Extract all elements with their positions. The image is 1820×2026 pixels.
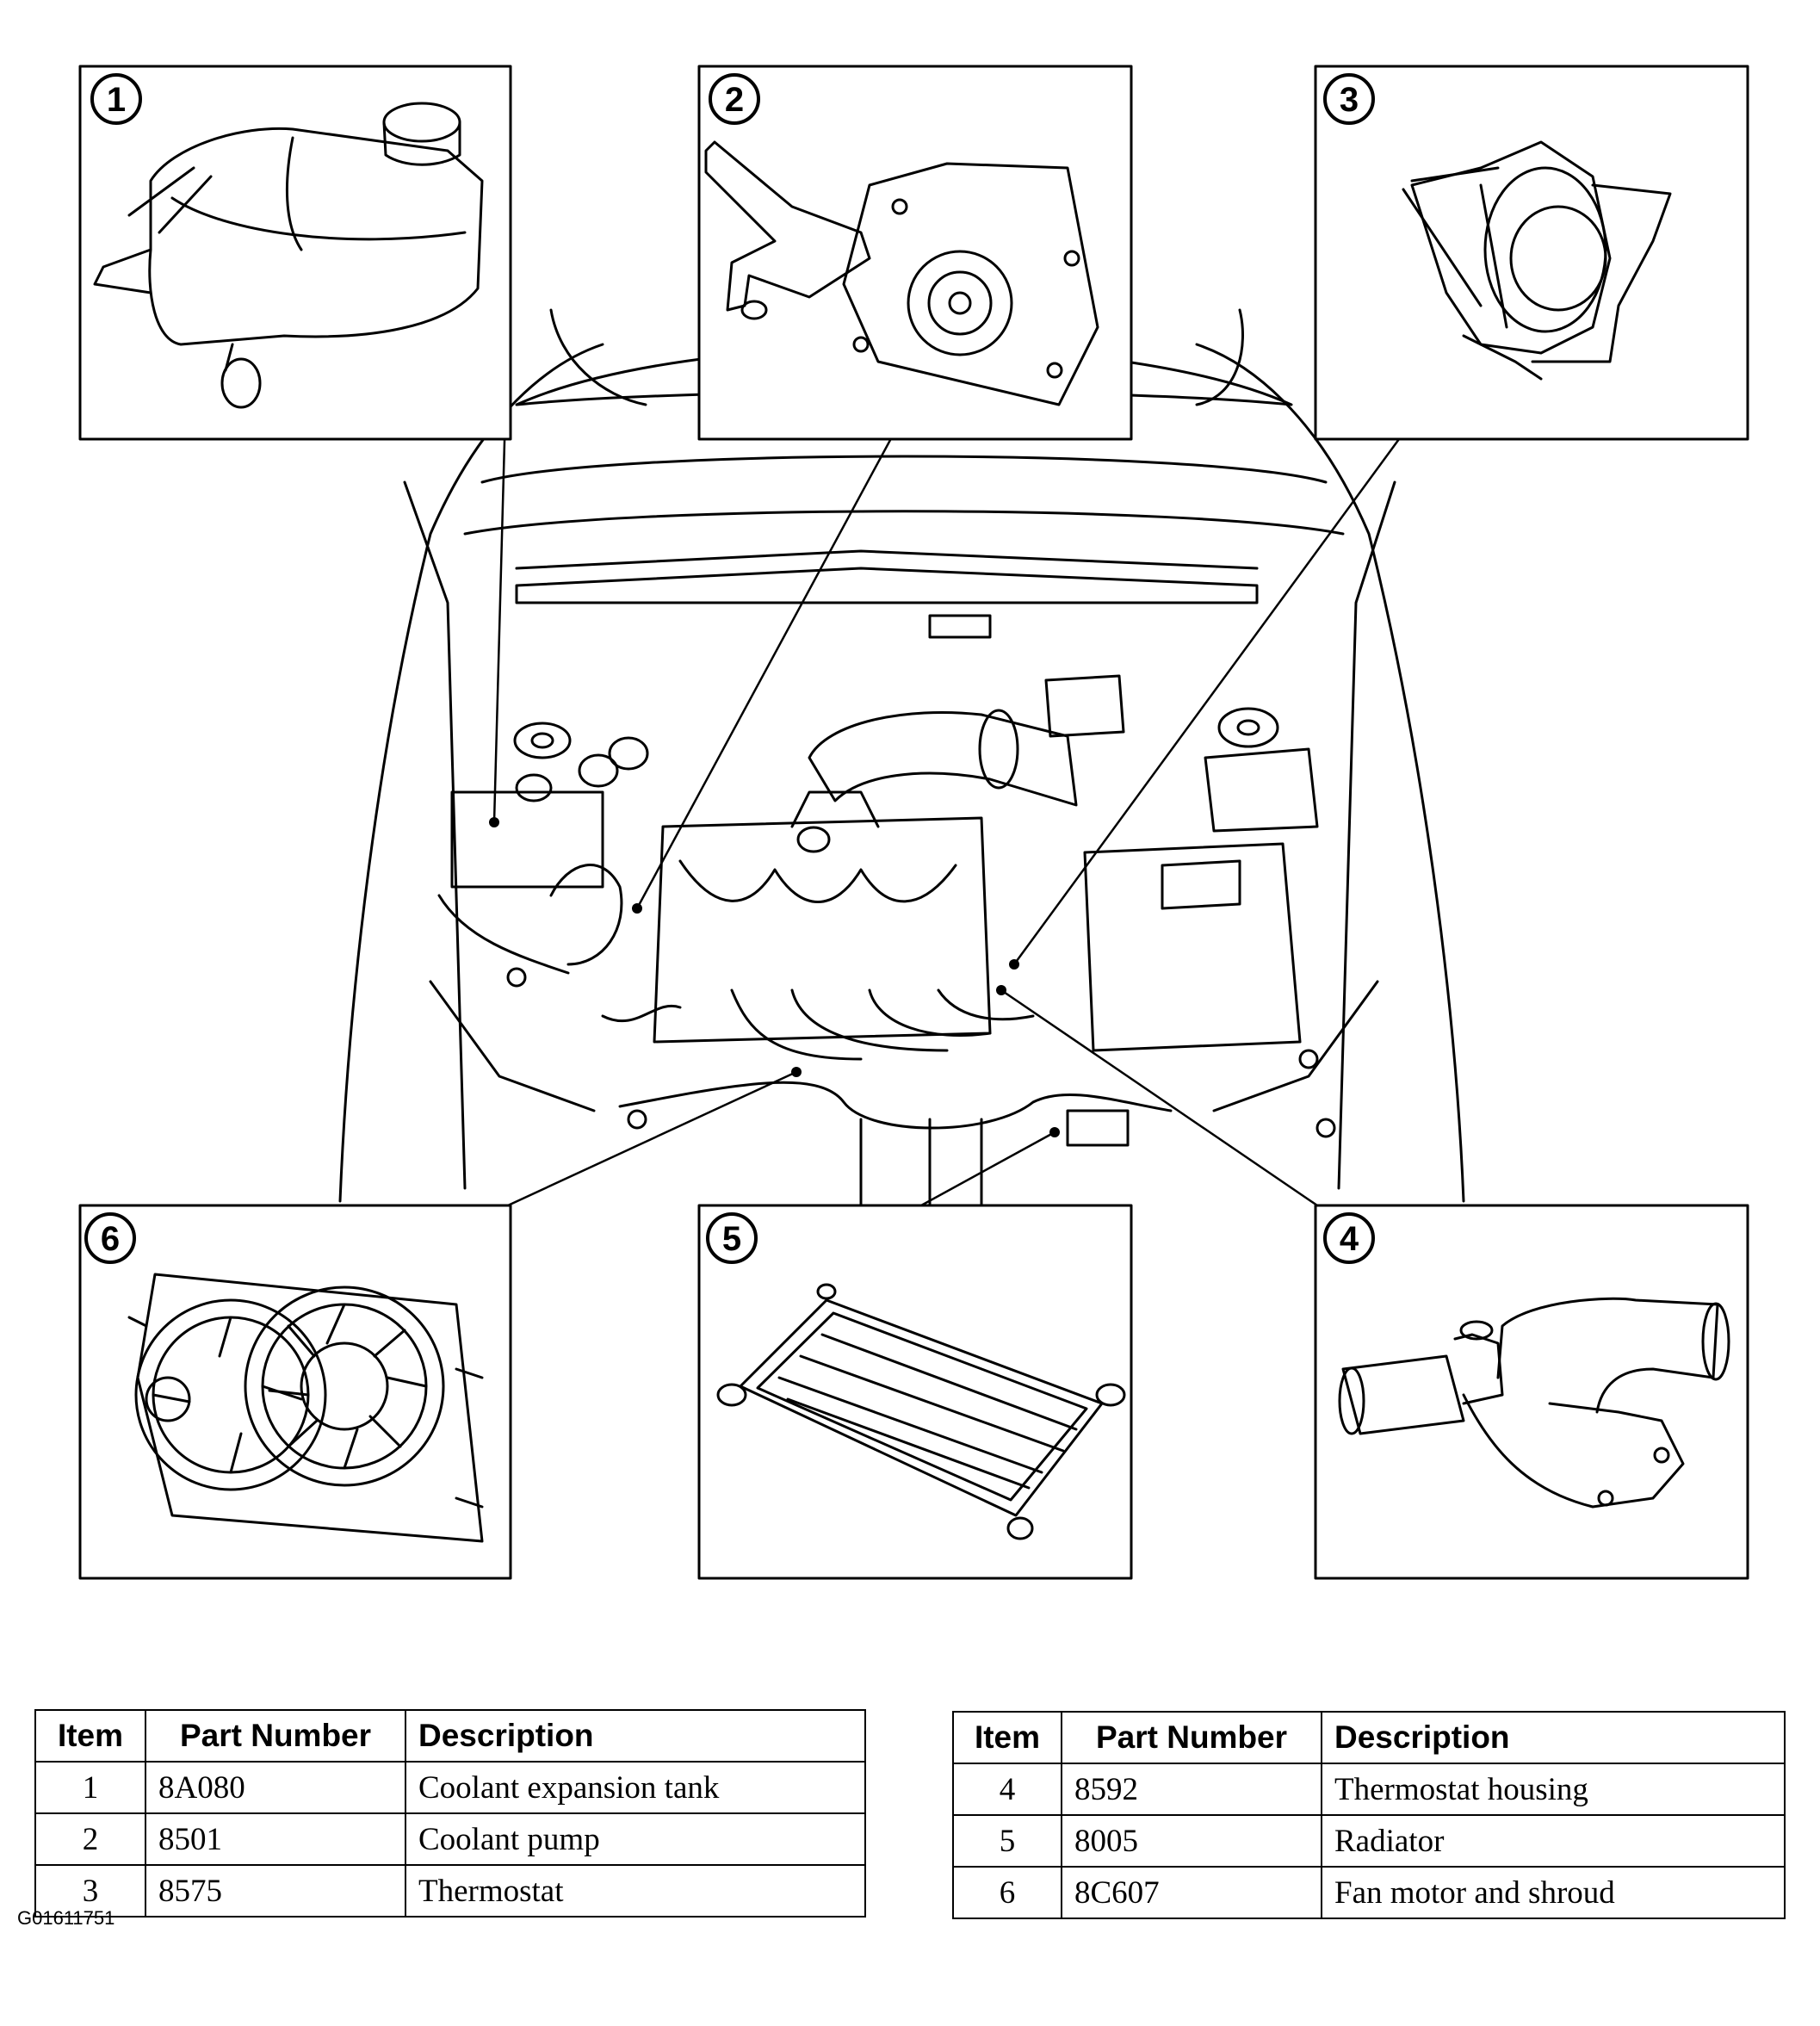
cell-description: Thermostat bbox=[405, 1864, 866, 1918]
cell-item: 5 bbox=[952, 1814, 1062, 1868]
callout-2: 2 bbox=[709, 73, 760, 125]
table-row: 2 8501 Coolant pump bbox=[34, 1812, 866, 1866]
panel-4-frame bbox=[1314, 1204, 1749, 1580]
figure-code: G01611751 bbox=[17, 1907, 115, 1929]
panel-6-frame bbox=[78, 1204, 512, 1580]
table-row: 6 8C607 Fan motor and shroud bbox=[952, 1866, 1786, 1919]
callout-6: 6 bbox=[84, 1212, 136, 1264]
column-header-description: Description bbox=[405, 1709, 866, 1763]
table-header-row: Item Part Number Description bbox=[952, 1711, 1786, 1764]
panel-4-illustration bbox=[1338, 1297, 1730, 1509]
panel-5-frame bbox=[697, 1204, 1133, 1580]
parts-table-right: Item Part Number Description 4 8592 Ther… bbox=[952, 1711, 1786, 1919]
cell-description: Thermostat housing bbox=[1321, 1763, 1786, 1816]
cell-part-number: 8005 bbox=[1061, 1814, 1322, 1868]
cell-item: 3 bbox=[34, 1864, 146, 1918]
callout-1-number: 1 bbox=[107, 81, 126, 119]
column-header-part-number: Part Number bbox=[1061, 1711, 1322, 1764]
table-row: 3 8575 Thermostat bbox=[34, 1864, 866, 1918]
cell-part-number: 8A080 bbox=[145, 1761, 406, 1814]
callout-2-number: 2 bbox=[725, 81, 744, 119]
table-row: 5 8005 Radiator bbox=[952, 1814, 1786, 1868]
cell-description: Coolant pump bbox=[405, 1812, 866, 1866]
cell-item: 1 bbox=[34, 1761, 146, 1814]
callout-4-number: 4 bbox=[1340, 1220, 1359, 1258]
table-header-row: Item Part Number Description bbox=[34, 1709, 866, 1763]
cell-description: Radiator bbox=[1321, 1814, 1786, 1868]
cell-part-number: 8C607 bbox=[1061, 1866, 1322, 1919]
cell-description: Fan motor and shroud bbox=[1321, 1866, 1786, 1919]
panel-3-frame bbox=[1314, 65, 1749, 441]
parts-table-left: Item Part Number Description 1 8A080 Coo… bbox=[34, 1709, 866, 1918]
cell-item: 4 bbox=[952, 1763, 1062, 1816]
callout-5: 5 bbox=[706, 1212, 758, 1264]
panel-2-illustration bbox=[704, 140, 1099, 406]
engine-bay-diagram: 1 2 3 4 5 6 bbox=[78, 65, 1749, 1580]
callout-badges: 1 2 3 4 5 6 bbox=[84, 73, 1375, 1264]
callout-3: 3 bbox=[1323, 73, 1375, 125]
panel-6-illustration bbox=[127, 1273, 484, 1543]
column-header-part-number: Part Number bbox=[145, 1709, 406, 1763]
engine-bay-illustration bbox=[338, 291, 1465, 1207]
cell-part-number: 8501 bbox=[145, 1812, 406, 1866]
cell-item: 2 bbox=[34, 1812, 146, 1866]
cell-part-number: 8592 bbox=[1061, 1763, 1322, 1816]
callout-6-number: 6 bbox=[101, 1220, 120, 1258]
panel-5-illustration bbox=[716, 1283, 1126, 1540]
panel-3-illustration bbox=[1402, 140, 1672, 381]
table-row: 1 8A080 Coolant expansion tank bbox=[34, 1761, 866, 1814]
callout-5-number: 5 bbox=[722, 1220, 741, 1258]
panel-1-illustration bbox=[93, 102, 484, 409]
cell-item: 6 bbox=[952, 1866, 1062, 1919]
leader-dots bbox=[489, 817, 1060, 1137]
column-header-item: Item bbox=[952, 1711, 1062, 1764]
callout-3-number: 3 bbox=[1340, 81, 1359, 119]
callout-4: 4 bbox=[1323, 1212, 1375, 1264]
cell-description: Coolant expansion tank bbox=[405, 1761, 866, 1814]
column-header-description: Description bbox=[1321, 1711, 1786, 1764]
cell-part-number: 8575 bbox=[145, 1864, 406, 1918]
column-header-item: Item bbox=[34, 1709, 146, 1763]
table-row: 4 8592 Thermostat housing bbox=[952, 1763, 1786, 1816]
callout-1: 1 bbox=[90, 73, 142, 125]
